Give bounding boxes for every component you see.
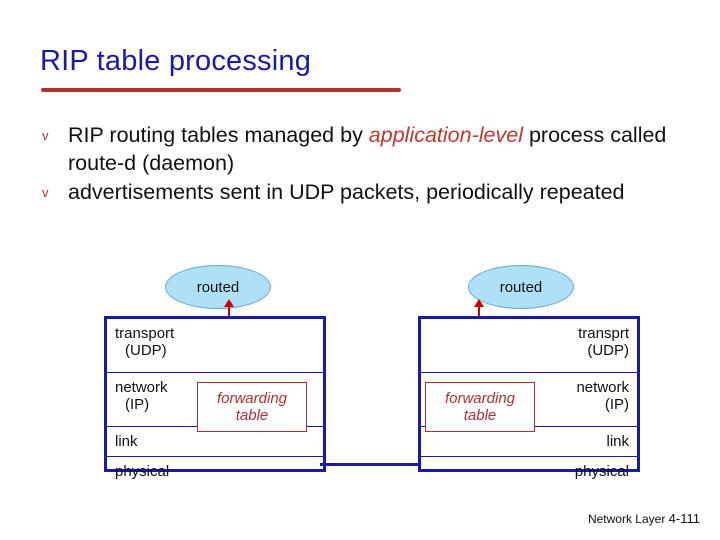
bullet-list: v RIP routing tables managed by applicat… — [42, 122, 682, 209]
stack-row-line1: transprt — [578, 325, 629, 342]
list-item: v advertisements sent in UDP packets, pe… — [42, 179, 682, 207]
bullet-text: RIP routing tables managed by applicatio… — [68, 122, 682, 177]
stack-row-line2: (UDP) — [587, 342, 629, 360]
stack-row: transport (UDP) — [107, 319, 323, 373]
bullet-marker-icon: v — [42, 128, 49, 143]
stack-row-label: transport (UDP) — [115, 325, 174, 360]
forwarding-table-line2: table — [463, 407, 497, 424]
stack-row-label: transprt (UDP) — [578, 325, 629, 360]
title-underline — [41, 88, 401, 92]
bullet-text-pre: RIP routing tables managed by — [68, 123, 369, 147]
stack-row-label: link — [606, 433, 629, 450]
stack-row-line2: (IP) — [604, 396, 629, 414]
forwarding-table-line1: forwarding — [444, 389, 516, 407]
forwarding-table-left: forwarding table — [197, 382, 307, 432]
stack-row-line2: (IP) — [125, 396, 150, 414]
stack-row-label: network (IP) — [115, 379, 168, 414]
stack-row: link — [107, 427, 323, 457]
stack-row-line1: transport — [115, 325, 175, 342]
protocol-stack-diagram: routed routed transport (UDP) network (I… — [0, 258, 720, 488]
forwarding-table-right: forwarding table — [425, 382, 535, 432]
stack-row: physical — [421, 457, 637, 487]
arrow-up-icon-left — [224, 299, 234, 307]
stack-row: physical — [107, 457, 323, 487]
forwarding-table-line2: table — [235, 407, 269, 424]
bullet-text-emphasis: application-level — [368, 123, 523, 147]
list-item: v RIP routing tables managed by applicat… — [42, 122, 682, 177]
stack-row-label: link — [115, 433, 138, 450]
page-number: 4-111 — [668, 511, 700, 526]
stack-row-line1: network — [576, 379, 629, 396]
stack-row-label: network (IP) — [576, 379, 629, 414]
page-title: RIP table processing — [40, 45, 312, 77]
stack-row-label: physical — [115, 463, 170, 480]
stack-connector-line — [320, 463, 418, 466]
slide-footer: Network Layer 4-111 — [588, 511, 700, 526]
forwarding-table-line1: forwarding — [216, 389, 288, 407]
bullet-text-post: process called route-d (daemon) — [68, 123, 667, 175]
routed-process-right: routed — [468, 265, 574, 309]
stack-row: link — [421, 427, 637, 457]
stack-row: transprt (UDP) — [421, 319, 637, 373]
arrow-up-icon-right — [474, 299, 484, 307]
stack-row-label: physical — [574, 463, 629, 480]
routed-process-left: routed — [165, 265, 271, 309]
bullet-text: advertisements sent in UDP packets, peri… — [68, 180, 625, 205]
bullet-marker-icon: v — [42, 185, 49, 201]
stack-row-line1: network — [115, 379, 168, 396]
footer-label: Network Layer — [587, 512, 666, 526]
stack-row-line2: (UDP) — [125, 342, 167, 360]
